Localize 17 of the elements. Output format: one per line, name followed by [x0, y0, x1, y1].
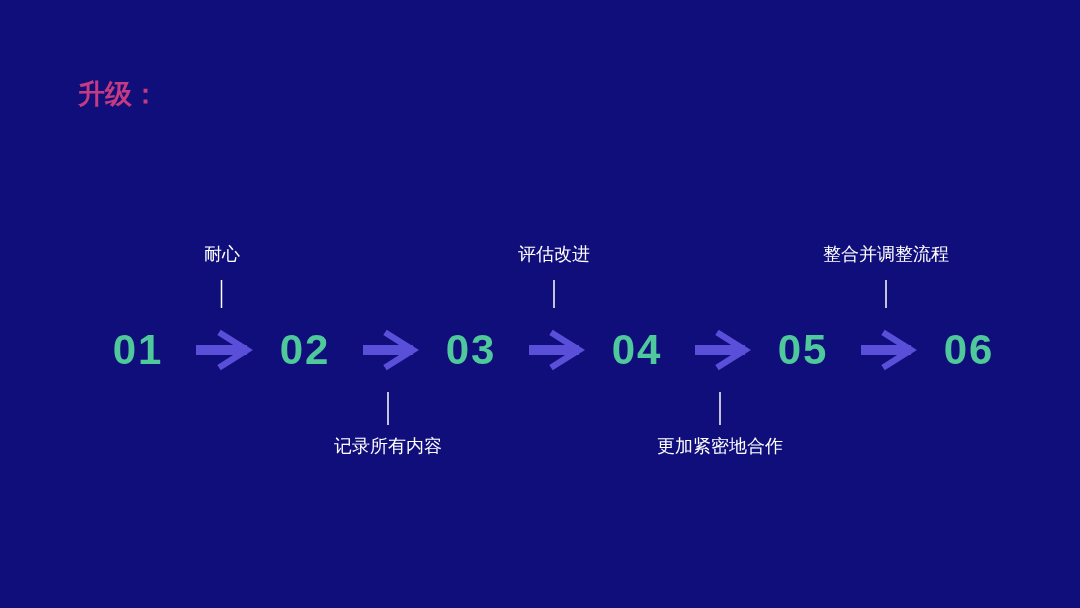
arrow [363, 329, 417, 371]
step-number: 06 [913, 322, 1025, 378]
step-number: 05 [747, 322, 859, 378]
title: 升级： [78, 77, 159, 111]
arrow [196, 329, 251, 371]
edge-label: 整合并调整流程 [823, 242, 949, 266]
step-number: 03 [415, 322, 527, 378]
edge-label: 更加紧密地合作 [657, 434, 783, 458]
step-number: 04 [581, 322, 693, 378]
edge-label: 记录所有内容 [334, 434, 442, 458]
arrow [529, 329, 583, 371]
edge-label: 评估改进 [518, 242, 590, 266]
step-number: 02 [249, 322, 361, 378]
step-number: 01 [82, 322, 194, 378]
edge-label: 耐心 [203, 242, 240, 266]
arrow [861, 329, 915, 371]
arrow [695, 329, 749, 371]
